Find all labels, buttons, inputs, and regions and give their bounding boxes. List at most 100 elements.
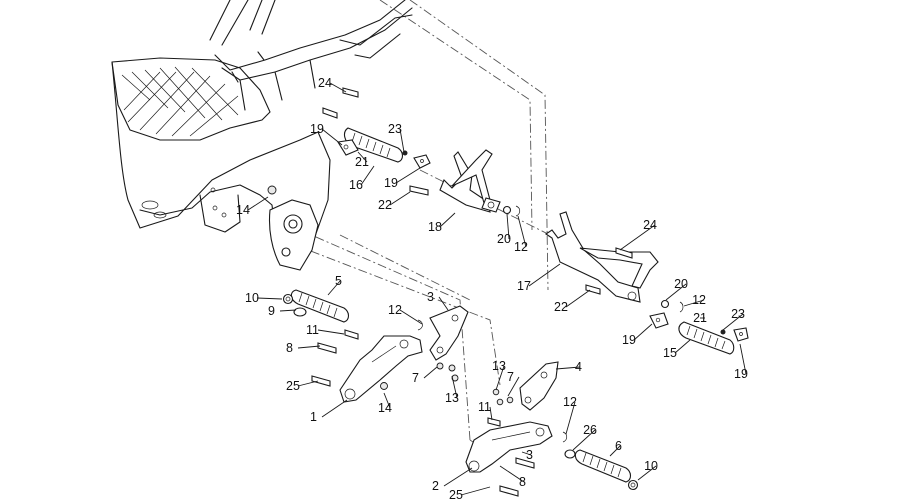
callout-c2: 2: [432, 467, 473, 493]
callout-c18: 18: [428, 212, 456, 234]
callout-number: 6: [615, 439, 622, 453]
leader-line: [555, 366, 581, 370]
assembly-centerlines: [294, 0, 561, 451]
callout-c11b: 11: [478, 400, 493, 421]
callout-c3: 3: [427, 290, 449, 311]
callout-c8a: 8: [286, 341, 321, 355]
callout-c14a: 14: [236, 196, 269, 217]
callout-c12a: 12: [514, 215, 528, 254]
callout-number: 9: [268, 304, 275, 318]
callout-number: 2: [432, 479, 439, 493]
callout-number: 20: [674, 277, 688, 291]
leader-line: [357, 151, 368, 163]
callout-c12c: 12: [388, 303, 423, 325]
callout-number: 8: [519, 475, 526, 489]
callout-c10a: 10: [245, 291, 283, 305]
callout-c12b: 12: [683, 293, 706, 307]
leader-line: [256, 297, 283, 300]
leader-line: [609, 445, 621, 457]
callout-c3b: 3: [521, 448, 533, 462]
callout-number: 13: [492, 359, 506, 373]
callout-number: 14: [236, 203, 250, 217]
callout-c1: 1: [310, 399, 348, 424]
leader-line: [395, 167, 421, 184]
leader-line: [619, 224, 656, 251]
callout-number: 13: [445, 391, 459, 405]
leader-line: [499, 465, 525, 483]
front-left-footpeg-group: [282, 289, 469, 403]
callout-number: 19: [384, 176, 398, 190]
callout-number: 7: [507, 370, 514, 384]
callout-c20a: 20: [497, 213, 511, 246]
callout-number: 3: [427, 290, 434, 304]
callout-c6: 6: [609, 439, 622, 457]
callout-c20b: 20: [665, 277, 688, 301]
callout-c7b: 7: [507, 370, 520, 397]
callout-number: 3: [526, 448, 533, 462]
callout-c11a: 11: [306, 323, 345, 337]
callout-number: 14: [378, 401, 392, 415]
leader-line: [247, 196, 269, 211]
leader-line: [399, 128, 405, 153]
callout-number: 10: [245, 291, 259, 305]
callout-number: 21: [693, 311, 707, 325]
callout-number: 26: [583, 423, 597, 437]
callout-c10b: 10: [637, 459, 658, 481]
leader-line: [572, 429, 596, 451]
callout-number: 15: [663, 346, 677, 360]
callout-c13a: 13: [445, 375, 459, 405]
callout-number: 16: [349, 178, 363, 192]
leader-line: [739, 343, 747, 375]
callout-number: 23: [388, 122, 402, 136]
callout-number: 1: [310, 410, 317, 424]
callout-c7a: 7: [412, 366, 438, 385]
callout-c5: 5: [327, 274, 342, 296]
callout-c21b: 21: [693, 311, 707, 325]
leader-line: [722, 313, 744, 331]
callout-number: 19: [310, 122, 324, 136]
callout-number: 22: [554, 300, 568, 314]
callout-c19d: 19: [734, 343, 748, 381]
leader-line: [565, 401, 576, 435]
callout-number: 20: [497, 232, 511, 246]
callout-c24a: 24: [318, 76, 347, 93]
callout-number: 12: [692, 293, 706, 307]
leader-line: [317, 329, 345, 335]
callout-number: 19: [622, 333, 636, 347]
leader-line: [674, 339, 691, 354]
callout-c9: 9: [268, 304, 297, 318]
callout-c17: 17: [517, 263, 561, 293]
leader-line: [528, 263, 561, 287]
leader-line: [329, 82, 347, 93]
leader-line: [451, 375, 458, 399]
callout-number: 21: [355, 155, 369, 169]
callout-number: 4: [575, 360, 582, 374]
callout-number: 10: [644, 459, 658, 473]
callout-number: 25: [449, 488, 463, 501]
leader-line: [507, 376, 520, 397]
callout-number: 19: [734, 367, 748, 381]
leader-line: [633, 323, 653, 341]
callout-c21a: 21: [355, 151, 369, 169]
callout-number: 23: [731, 307, 745, 321]
leader-line: [637, 465, 657, 481]
callout-c23b: 23: [722, 307, 745, 331]
callout-c15: 15: [663, 339, 691, 360]
callout-number: 18: [428, 220, 442, 234]
callout-number: 12: [563, 395, 577, 409]
leader-line: [321, 128, 343, 146]
leader-line: [360, 165, 375, 186]
leader-line: [423, 366, 438, 379]
callout-number: 24: [643, 218, 657, 232]
callout-c22a: 22: [378, 191, 411, 212]
callout-c13b: 13: [492, 359, 506, 391]
callout-c24b: 24: [619, 218, 657, 251]
callout-c23a: 23: [388, 122, 405, 153]
leader-line: [506, 213, 510, 240]
callout-number: 25: [286, 379, 300, 393]
leader-line: [443, 467, 473, 487]
leader-line: [321, 399, 348, 418]
callout-c14b: 14: [378, 392, 392, 415]
leader-line: [521, 451, 532, 456]
